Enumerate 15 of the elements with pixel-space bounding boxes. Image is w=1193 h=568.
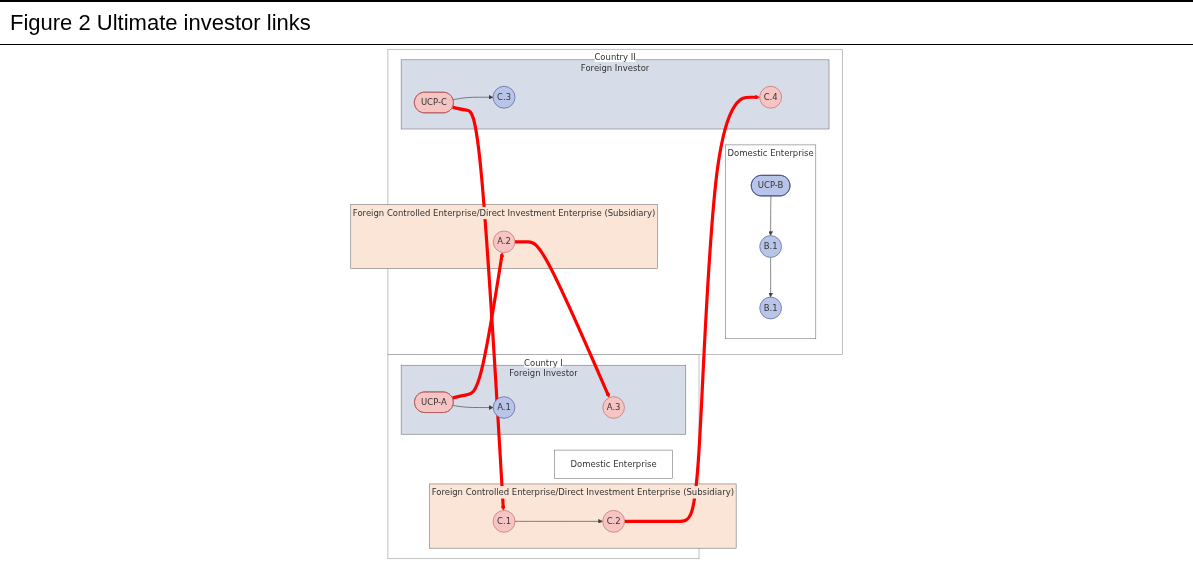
node-circle: B.1 bbox=[759, 296, 782, 320]
arrow bbox=[452, 252, 504, 400]
arrow bbox=[514, 240, 610, 398]
node-circle: C.4 bbox=[759, 86, 782, 109]
node-circle: C.3 bbox=[492, 86, 516, 109]
node-circle: A.3 bbox=[602, 396, 625, 419]
figure-title: Figure 2 Ultimate investor links bbox=[0, 0, 1193, 45]
node-circle: C.1 bbox=[492, 510, 516, 533]
arrow bbox=[452, 105, 506, 511]
node-circle: C.2 bbox=[602, 510, 625, 533]
node-circle: A.2 bbox=[492, 230, 516, 253]
node-circle: B.1 bbox=[759, 235, 782, 258]
node-box: Domestic Enterprise bbox=[554, 449, 673, 479]
node-circle: A.1 bbox=[492, 396, 516, 419]
arrow bbox=[624, 94, 760, 523]
